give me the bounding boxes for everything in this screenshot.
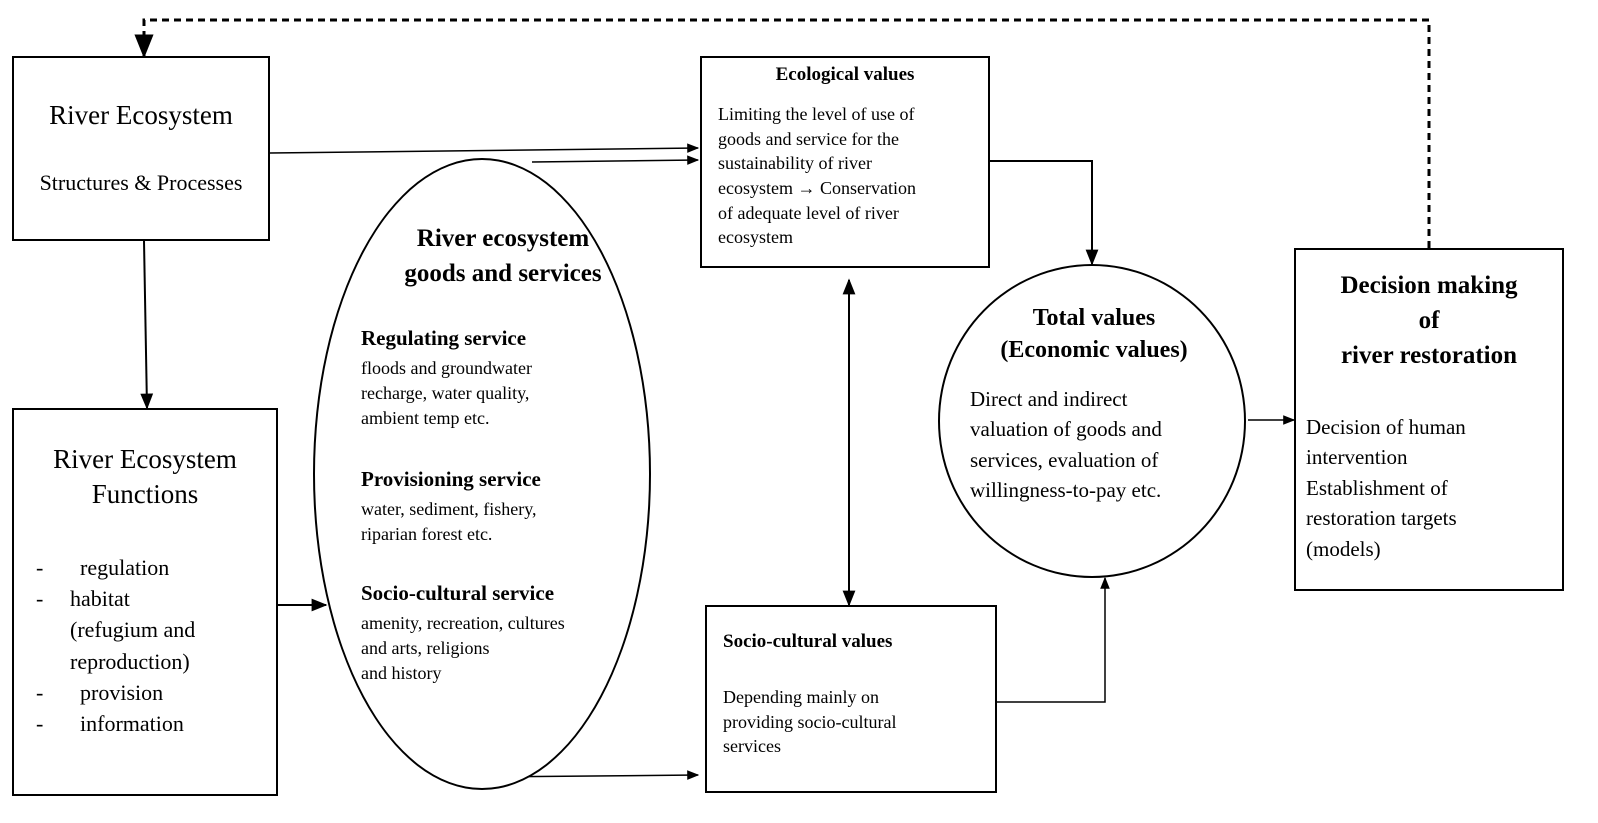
total-values-text: Direct and indirect valuation of goods a… — [970, 387, 1162, 503]
arrow-ecosystem-to-functions — [140, 240, 154, 410]
arrow-socio-to-total — [997, 576, 1110, 703]
item-text: information — [80, 711, 184, 737]
socio-values-text: Depending mainly on providing socio-cult… — [723, 687, 897, 757]
total-values-title: Total values (Economic values) — [1000, 305, 1188, 364]
socio-values-title: Socio-cultural values — [723, 631, 893, 652]
functions-list: - regulation - habitat (refugium and rep… — [36, 552, 266, 739]
functions-title: River Ecosystem Functions — [53, 444, 237, 510]
regulating-text: floods and groundwater recharge, water q… — [361, 358, 532, 429]
item-text: habitat (refugium and reproduction) — [70, 586, 196, 674]
item-text: provision — [80, 679, 164, 705]
decision-title: Decision making of river restoration — [1340, 272, 1518, 369]
functions-box: River Ecosystem Functions - regulation -… — [12, 408, 278, 796]
item-text: regulation — [80, 555, 170, 580]
total-values-circle — [938, 264, 1246, 578]
socio-values-box: Socio-cultural values Depending mainly o… — [705, 605, 997, 793]
item-dash: - — [36, 711, 44, 737]
ecological-title: Ecological values — [775, 64, 915, 85]
functions-item: - information — [36, 708, 266, 739]
river-ecosystem-box: River Ecosystem Structures & Processes — [12, 56, 270, 241]
item-dash: - — [36, 679, 44, 705]
river-ecosystem-title: River Ecosystem — [49, 100, 233, 130]
item-dash: - — [36, 555, 44, 580]
functions-item: - regulation — [36, 552, 266, 583]
decision-box: Decision making of river restoration Dec… — [1294, 248, 1564, 591]
arrow-goods-to-ecological — [531, 155, 700, 165]
functions-item: - provision — [36, 677, 266, 708]
item-dash: - — [36, 586, 44, 612]
decision-text: Decision of human intervention Establish… — [1306, 415, 1466, 561]
ecological-values-box: Ecological values Limiting the level of … — [700, 56, 990, 268]
provisioning-text: water, sediment, fishery, riparian fores… — [361, 499, 537, 545]
provisioning-title: Provisioning service — [361, 467, 541, 491]
feedback-dashed-arrow — [134, 18, 1431, 248]
regulating-title: Regulating service — [361, 326, 527, 350]
arrow-ecological-to-total — [990, 160, 1099, 266]
river-ecosystem-subtitle: Structures & Processes — [39, 170, 243, 195]
arrow-ecosystem-to-ecological — [269, 143, 700, 154]
socio-service-title: Socio-cultural service — [361, 581, 555, 605]
socio-service-text: amenity, recreation, cultures and arts, … — [361, 613, 565, 684]
goods-services-ellipse — [313, 158, 651, 790]
functions-item: - habitat (refugium and reproduction) — [36, 583, 266, 677]
goods-services-title: River ecosystem goods and services — [404, 225, 602, 287]
ecological-text: Limiting the level of use of goods and s… — [718, 104, 916, 248]
